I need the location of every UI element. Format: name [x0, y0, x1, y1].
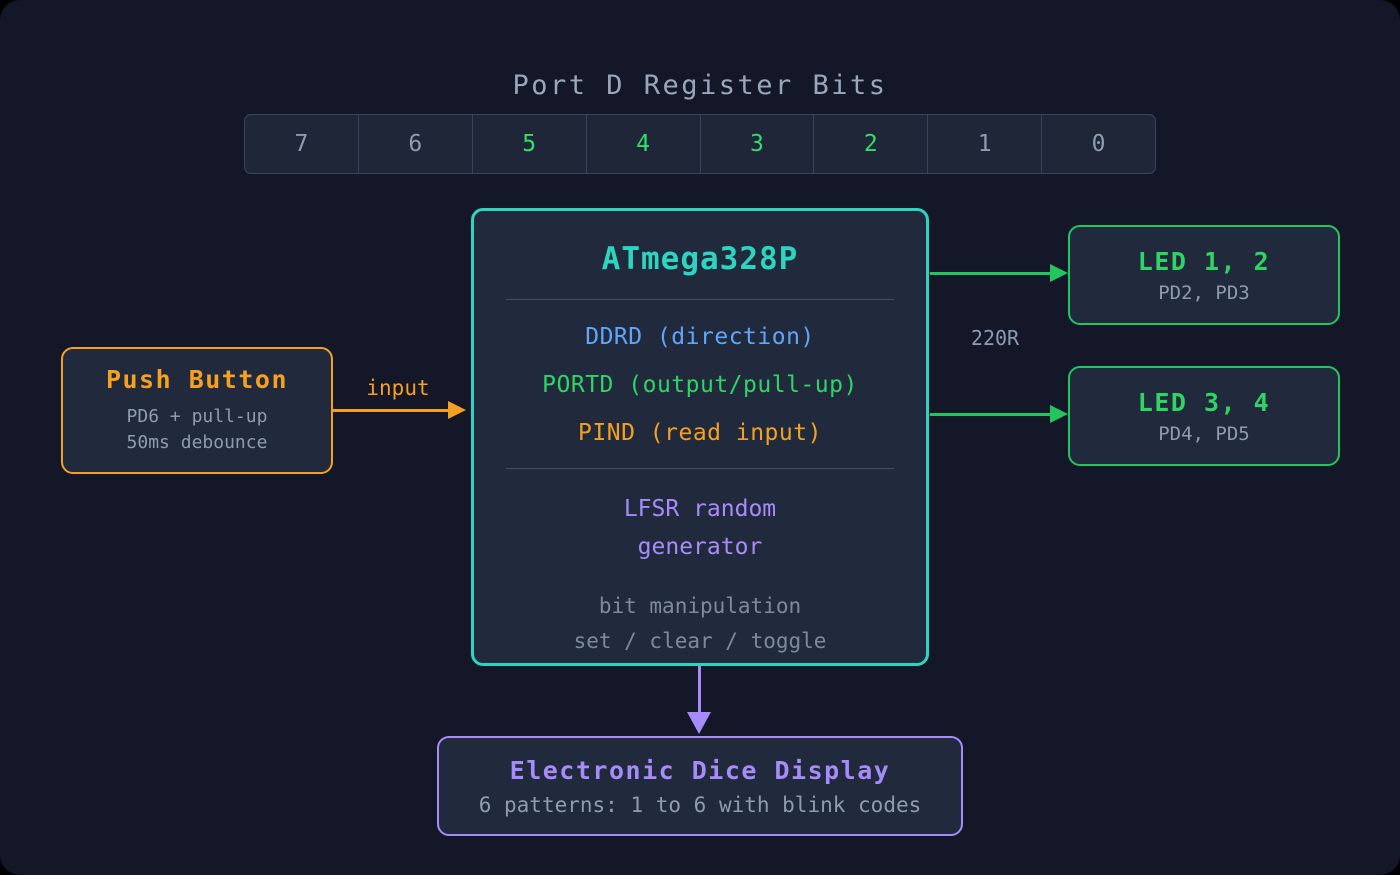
register-bit-4[interactable]: 4 [587, 115, 701, 173]
edge-mcu-to-led34-arrowhead [1050, 405, 1068, 423]
mcu-feature-lfsr-line-1: LFSR random [623, 496, 777, 522]
led-3-4-title: LED 3, 4 [1137, 387, 1271, 417]
mcu-register-ddrd: DDRD (direction) [585, 324, 815, 350]
register-bit-3[interactable]: 3 [701, 115, 815, 173]
register-bit-0[interactable]: 0 [1091, 131, 1106, 157]
mcu-register-portd: PORTD (output/pull-up) [542, 372, 858, 398]
led-node-3-4[interactable]: LED 3, 4 PD4, PD5 [1068, 366, 1340, 466]
mcu-note-line-2: set / clear / toggle [573, 628, 827, 653]
register-bit-5[interactable]: 5 [473, 115, 587, 173]
mcu-node[interactable]: ATmega328P DDRD (direction) PORTD (outpu… [471, 208, 929, 666]
push-button-sub-line-2: 50ms debounce [126, 432, 268, 453]
push-button-title: Push Button [105, 364, 289, 394]
mcu-title: ATmega328P [601, 241, 799, 277]
register-bit-6[interactable]: 6 [359, 115, 473, 173]
push-button-node[interactable]: Push Button PD6 + pull-up 50ms debounce [61, 347, 333, 474]
edge-label-input: input [366, 376, 430, 400]
mcu-feature-lfsr: LFSR random generator [624, 491, 776, 567]
dice-display-title: Electronic Dice Display [509, 755, 891, 785]
led-1-2-pins: PD2, PD3 [1158, 281, 1250, 304]
register-bit-1[interactable]: 1 [928, 115, 1043, 173]
register-bit-7[interactable]: 7 [245, 115, 359, 173]
led-1-2-title: LED 1, 2 [1137, 246, 1271, 276]
mcu-note-bit-manipulation: bit manipulation set / clear / toggle [574, 589, 827, 658]
push-button-subtitle: PD6 + pull-up 50ms debounce [127, 404, 268, 456]
edge-button-to-mcu-arrowhead [448, 401, 466, 419]
mcu-divider-bottom [506, 468, 894, 469]
mcu-feature-lfsr-line-2: generator [637, 533, 763, 560]
edge-mcu-to-dice-arrowhead [687, 712, 711, 734]
edge-mcu-to-led34-line [930, 413, 1054, 416]
led-node-1-2[interactable]: LED 1, 2 PD2, PD3 [1068, 225, 1340, 325]
mcu-note-line-1: bit manipulation [598, 593, 802, 618]
edge-mcu-to-dice-line [698, 666, 701, 716]
edge-mcu-to-led12-arrowhead [1050, 264, 1068, 282]
dice-display-subtitle: 6 patterns: 1 to 6 with blink codes [478, 792, 922, 817]
register-title: Port D Register Bits [512, 70, 888, 101]
edge-mcu-to-led12-line [930, 272, 1054, 275]
led-3-4-pins: PD4, PD5 [1158, 422, 1250, 445]
edge-button-to-mcu-line [333, 409, 451, 412]
mcu-register-pind: PIND (read input) [578, 420, 822, 446]
register-bit-2[interactable]: 2 [814, 115, 929, 173]
dice-display-node[interactable]: Electronic Dice Display 6 patterns: 1 to… [437, 736, 963, 836]
push-button-sub-line-1: PD6 + pull-up [126, 405, 268, 427]
edge-label-resistor: 220R [970, 326, 1020, 350]
mcu-divider-top [506, 299, 894, 300]
